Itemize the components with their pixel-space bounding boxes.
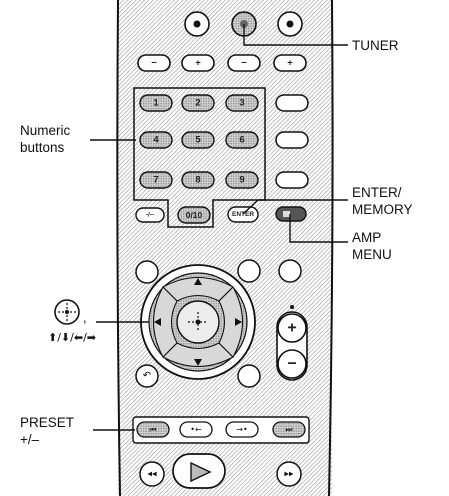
- arrow-down-icon: [194, 359, 202, 366]
- remote-body: [116, 0, 334, 496]
- pad-corner-button-tl[interactable]: [135, 260, 159, 284]
- volume-minus-label: −: [287, 356, 296, 373]
- numeric-7-label: 7: [153, 175, 158, 186]
- numeric-label-line2: buttons: [20, 140, 65, 155]
- direction-pad[interactable]: [140, 264, 256, 380]
- input-button-right[interactable]: [277, 11, 303, 37]
- top-minus-button-1[interactable]: −: [137, 54, 171, 72]
- next-track-button[interactable]: ⏭: [272, 421, 306, 438]
- enter-label-line2: MEMORY: [352, 202, 413, 217]
- enter-button[interactable]: ENTER: [227, 206, 259, 223]
- numeric-button-5[interactable]: 5: [181, 131, 215, 149]
- top-minus-button-2[interactable]: −: [227, 54, 261, 72]
- numeric-label-line1: Numeric: [20, 123, 71, 138]
- amp-callout-line: [289, 214, 348, 243]
- preset-minus-icon: •←: [190, 425, 202, 434]
- numeric-4-label: 4: [153, 135, 159, 146]
- pad-side-button-r[interactable]: [278, 259, 302, 283]
- numeric-button-1[interactable]: 1: [139, 94, 173, 112]
- fast-forward-button[interactable]: ▶▶: [276, 461, 302, 487]
- rewind-button[interactable]: ◀◀: [139, 461, 165, 487]
- top-plus-2-label: +: [287, 58, 293, 69]
- preset-minus-button[interactable]: •←: [179, 421, 213, 438]
- pad-corner-button-br[interactable]: [237, 364, 261, 388]
- amp-label-line1: AMP: [352, 230, 382, 245]
- zero-ten-label: 0/10: [186, 210, 203, 220]
- side-oval-button-2[interactable]: [275, 131, 309, 149]
- numeric-9-label: 9: [239, 175, 244, 186]
- enter-center-button[interactable]: [176, 300, 220, 344]
- top-plus-1-label: +: [195, 58, 201, 69]
- return-icon: ↶: [143, 371, 151, 382]
- tuner-callout-line: [243, 24, 348, 46]
- numeric-button-4[interactable]: 4: [139, 131, 173, 149]
- volume-rocker[interactable]: + −: [276, 305, 308, 381]
- pad-corner-button-tr[interactable]: [237, 259, 261, 283]
- enter-memory-label: ENTER/ MEMORY: [352, 184, 413, 218]
- play-button[interactable]: [172, 453, 226, 489]
- arrow-left-icon: [154, 318, 161, 326]
- play-icon: [190, 461, 212, 483]
- dash-dash-label: -/--: [146, 212, 154, 219]
- prev-track-icon: ⏮: [149, 425, 156, 434]
- numeric-5-label: 5: [195, 135, 201, 146]
- zero-ten-button[interactable]: 0/10: [177, 206, 211, 224]
- arrow-up-icon: [194, 278, 202, 285]
- numeric-2-label: 2: [195, 98, 200, 109]
- numeric-button-9[interactable]: 9: [225, 171, 259, 189]
- dash-dash-button[interactable]: -/--: [135, 207, 165, 223]
- top-minus-1-label: −: [151, 58, 157, 69]
- numeric-buttons-label: Numeric buttons: [20, 122, 70, 156]
- numeric-button-8[interactable]: 8: [181, 171, 215, 189]
- callout-lines: [90, 24, 348, 431]
- numeric-3-label: 3: [239, 98, 244, 109]
- amp-label-line2: MENU: [352, 247, 392, 262]
- numeric-panel-outline: [133, 87, 266, 228]
- top-minus-2-label: −: [241, 58, 247, 69]
- numeric-button-7[interactable]: 7: [139, 171, 173, 189]
- numeric-8-label: 8: [195, 175, 200, 186]
- tuner-label: TUNER: [352, 38, 399, 53]
- amp-menu-label: AMP MENU: [352, 229, 392, 263]
- preset-label-line1: PRESET: [20, 415, 75, 430]
- numeric-button-6[interactable]: 6: [225, 131, 259, 149]
- arrow-keys-label: ⬆/⬇/⬅/➡: [48, 331, 96, 344]
- prev-track-button[interactable]: ⏮: [136, 421, 170, 438]
- numeric-button-3[interactable]: 3: [225, 94, 259, 112]
- numeric-6-label: 6: [239, 135, 244, 146]
- enter-symbol-icon: [54, 299, 80, 325]
- preset-plus-button[interactable]: →•: [225, 421, 259, 438]
- rewind-icon: ◀◀: [147, 471, 157, 478]
- preset-plus-icon: →•: [236, 425, 247, 434]
- side-oval-button-1[interactable]: [275, 94, 309, 112]
- volume-plus-label: +: [287, 320, 296, 337]
- top-plus-button-2[interactable]: +: [273, 54, 307, 72]
- enter-symbol-comma: ,: [83, 310, 87, 325]
- fast-forward-icon: ▶▶: [284, 471, 294, 478]
- arrow-right-icon: [235, 318, 242, 326]
- numeric-button-2[interactable]: 2: [181, 94, 215, 112]
- preset-label-line2: +/–: [20, 432, 40, 447]
- return-button[interactable]: ↶: [135, 364, 159, 388]
- side-oval-button-3[interactable]: [275, 171, 309, 189]
- numeric-1-label: 1: [153, 98, 159, 109]
- enter-label-line1: ENTER/: [352, 185, 402, 200]
- enter-label: ENTER: [232, 211, 254, 218]
- amp-menu-button[interactable]: [275, 206, 307, 222]
- enter-callout-line: [242, 199, 348, 215]
- input-button-left[interactable]: [184, 11, 210, 37]
- top-plus-button-1[interactable]: +: [181, 54, 215, 72]
- next-track-icon: ⏭: [285, 425, 292, 434]
- preset-label: PRESET +/–: [20, 414, 74, 448]
